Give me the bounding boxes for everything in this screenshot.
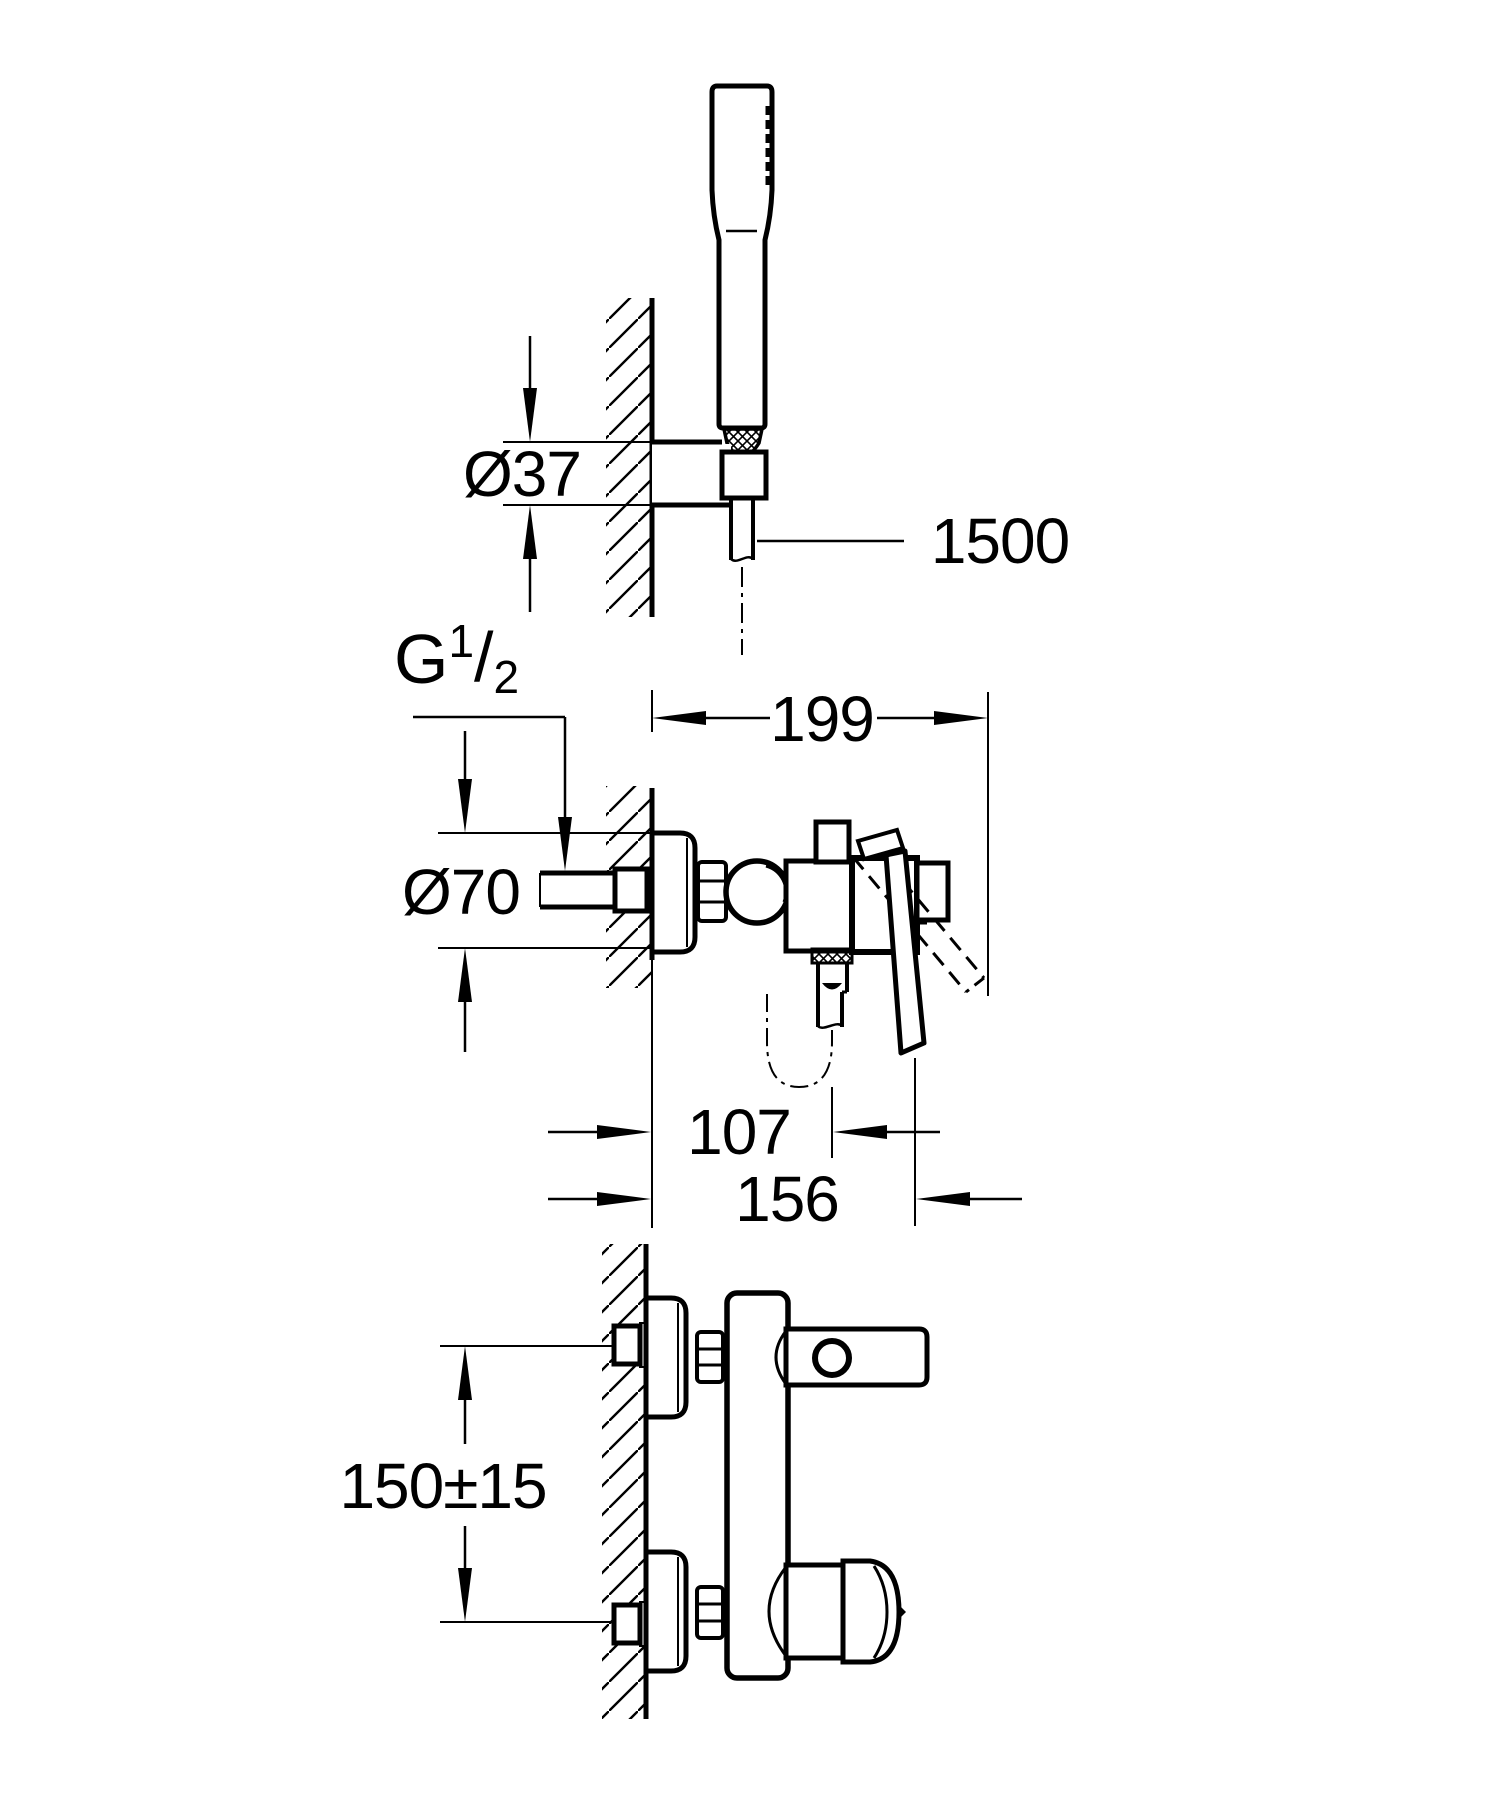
dim-holder-diameter: [503, 336, 652, 612]
wall-section-bottom: [602, 1244, 649, 1719]
hand-shower: [709, 83, 775, 458]
hose-centerline-u: [766, 994, 833, 1089]
shower-hose: [729, 498, 755, 655]
label-inlet-spacing: 150±15: [339, 1450, 547, 1522]
label-lever-offset: 156: [735, 1163, 840, 1235]
dim-escutcheon-diameter: [438, 731, 650, 1052]
upper-inlet-nut: [611, 1323, 643, 1367]
leader-thread: [413, 715, 572, 871]
dim-lever-offset: [548, 1058, 1022, 1226]
dim-outlet-offset: [548, 1087, 940, 1158]
mixer-side-view: [649, 819, 986, 1056]
shower-holder: [652, 439, 769, 508]
mixer-lever: [883, 848, 927, 1056]
wall-section-middle: [606, 690, 655, 1228]
dim-inlet-spacing: [440, 1345, 613, 1623]
inlet-nut: [612, 866, 650, 914]
label-thread-size: G1/2: [394, 618, 519, 700]
label-hose-length: 1500: [930, 505, 1070, 577]
mixer-front-view: [611, 1290, 930, 1681]
label-outlet-offset: 107: [687, 1096, 792, 1168]
thread-numerator: 1: [448, 615, 475, 667]
thread-slash: /: [474, 618, 494, 696]
wall-section-top: [606, 298, 655, 617]
label-projection: 199: [770, 683, 875, 755]
label-holder-diameter: Ø37: [463, 438, 582, 510]
label-escutcheon-diameter: Ø70: [402, 856, 521, 928]
supply-pipe: [539, 866, 652, 914]
spout-hole: [812, 1338, 852, 1378]
lower-inlet-nut: [611, 1602, 643, 1646]
thread-denominator: 2: [493, 651, 520, 703]
thread-g: G: [394, 620, 449, 698]
dim-projection: [652, 692, 989, 996]
